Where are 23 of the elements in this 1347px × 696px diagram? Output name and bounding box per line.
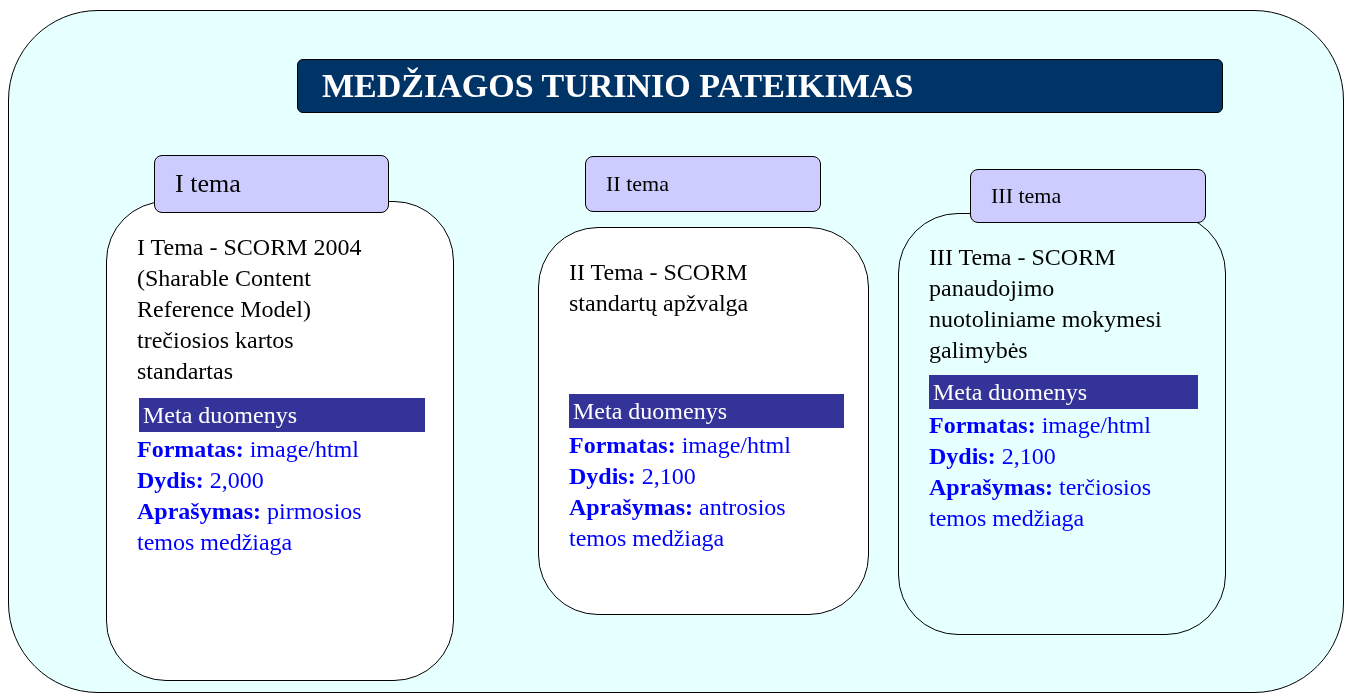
topic-tab: II tema [585,156,821,212]
topic-heading: I Tema - SCORM 2004 (Sharable Content Reference Model) trečiosios kartos standartas [137,233,363,386]
metadata-bar: Meta duomenys [139,398,425,432]
topic-card [538,227,869,615]
topic-tab: I tema [154,155,389,213]
metadata-line: Formatas: image/html [929,411,1152,440]
topic-heading: III Tema - SCORM panaudojimo nuotoliniame mokymesi galimybės [929,243,1163,365]
topic-tab: III tema [970,169,1206,223]
metadata-line: Aprašymas: pirmosios temos medžiaga [137,497,363,557]
metadata-line: Formatas: image/html [569,431,792,460]
metadata-line: Dydis: 2,100 [929,442,1057,471]
metadata-line: Dydis: 2,100 [569,462,697,491]
metadata-line: Dydis: 2,000 [137,466,265,495]
metadata-line: Formatas: image/html [137,435,360,464]
metadata-bar: Meta duomenys [569,394,844,428]
topic-card [898,213,1226,635]
title-bar: MEDŽIAGOS TURINIO PATEIKIMAS [297,59,1223,113]
topic-heading: II Tema - SCORM standartų apžvalga [569,258,750,318]
rounded-panel [8,10,1344,693]
metadata-line: Aprašymas: antrosios temos medžiaga [569,493,787,553]
metadata-line: Aprašymas: terčiosios temos medžiaga [929,473,1152,533]
topic-card [106,201,454,681]
metadata-bar: Meta duomenys [929,375,1198,409]
